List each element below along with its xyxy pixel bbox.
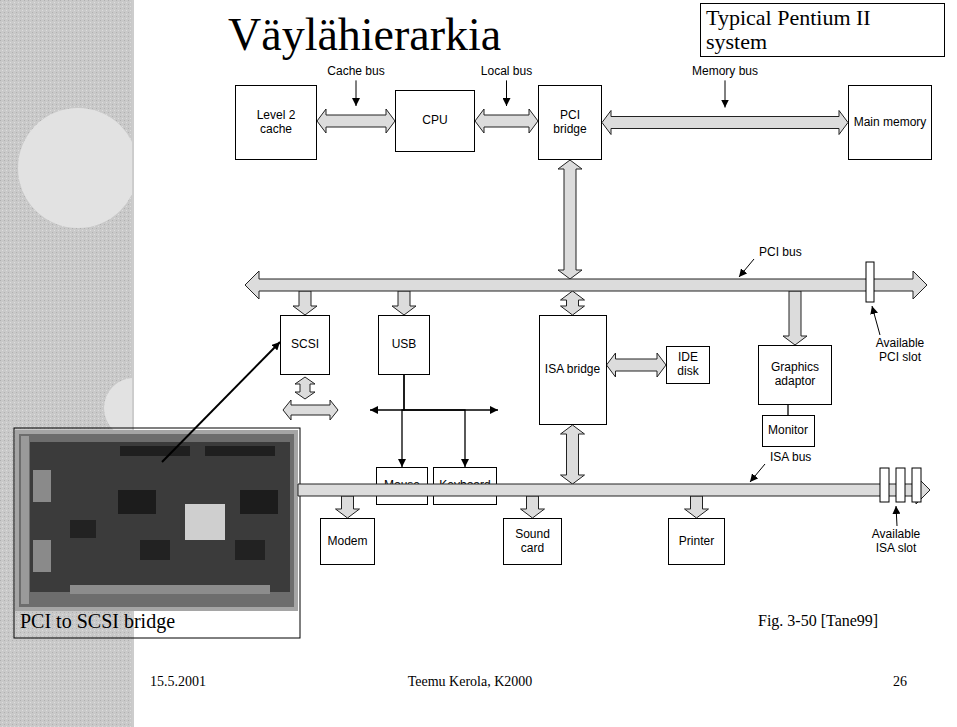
bus-connector [392,291,416,315]
box-label: IDE disk [670,351,706,379]
stripe-circle [18,108,132,228]
device-box: Monitor [762,415,815,447]
label-leader [356,80,357,106]
card-connector [120,446,190,456]
card-edge-connector [70,585,270,594]
bus-name: Cache bus [325,64,386,78]
bus-connector [475,109,538,133]
bridge-box: PCI bridge [538,85,602,160]
photo-ground [17,432,296,609]
label-leader [506,80,507,106]
wire-connector [404,375,465,467]
device-box: Sound card [503,518,562,565]
box-label: Modem [327,535,367,549]
box-label: ISA bridge [545,363,600,377]
bus-arrow [298,476,930,504]
bus-connector [317,109,395,133]
page-number: 26 [893,674,907,690]
caption-box: Typical Pentium II system [700,3,945,57]
bus-connector [293,291,317,315]
bus-connector [561,291,585,315]
bus-name: Local bus [479,64,534,78]
card-chip [140,540,170,560]
box-label: Main memory [854,116,927,130]
card-chip [118,490,156,514]
footer-author: Teemu Kerola, K2000 [390,674,550,690]
bus-leader [750,464,765,482]
bus-connector [685,496,709,518]
expansion-slot [912,468,921,502]
card-board [30,442,290,592]
slot-label: Available ISA slot [866,528,926,556]
box-label: Printer [679,535,714,549]
box-label: Graphics adaptor [762,361,828,389]
cpu-box: CPU [395,90,475,152]
cache-box: Level 2 cache [235,85,317,160]
bus-label: ISA bus [768,450,813,464]
card-chip [235,540,265,560]
box-label: Monitor [768,424,808,438]
photo-caption: PCI to SCSI bridge [20,610,175,633]
slot-leader [872,306,880,335]
expansion-slot [896,468,905,502]
box-label: Sound card [507,528,558,556]
controller-box: USB [378,315,430,375]
device-box: Printer [668,518,725,565]
figure-reference: Fig. 3-50 [Tane99] [758,612,878,630]
scsi-card-photo [14,428,300,638]
bus-connector [561,425,585,484]
bridge-box: ISA bridge [539,315,607,425]
bus-name: Memory bus [690,64,760,78]
bus-label: PCI bus [757,245,804,259]
slot-leader [896,506,897,526]
bus-leader [739,259,754,277]
bus-connector [336,496,360,518]
card-sticker [185,504,225,540]
box-label: SCSI [291,338,319,352]
stripe-circle [104,378,132,438]
photo-frame [14,428,300,638]
scsi-port-arrow [295,377,315,399]
box-label: PCI bridge [542,109,598,137]
slot-label: Available PCI slot [870,337,930,365]
controller-box: SCSI [280,315,330,375]
bus-band: ISA bus [298,476,930,504]
bus-connector [607,353,667,377]
slide-title: Väylähierarkia [228,10,501,61]
scsi-chain-arrow [283,400,338,420]
card-chip [240,490,278,514]
device-box: Modem [320,518,375,565]
bus-shape [298,476,930,504]
disk-box: IDE disk [666,346,710,384]
box-label: Level 2 cache [239,109,313,137]
card-port [33,540,51,572]
card-connector [205,446,275,456]
bus-shape [245,271,927,299]
bus-connector [783,291,807,345]
bus-band: PCI bus [245,271,927,299]
label-leader [725,80,726,107]
bus-arrow [245,271,927,299]
card-port [33,470,51,502]
adaptor-box: Graphics adaptor [758,345,832,405]
expansion-slot [880,468,889,502]
bus-connector [521,496,545,518]
box-label: CPU [422,114,447,128]
card-bracket [21,436,29,604]
footer-date: 15.5.2001 [150,674,206,690]
bus-connector [558,160,582,279]
box-label: USB [392,338,417,352]
card-chip [70,520,96,538]
bus-connector [602,111,848,135]
photo-leader [162,342,280,462]
box-label: Typical Pentium II system [706,6,904,54]
memory-box: Main memory [848,85,932,160]
wire-connector [787,405,788,415]
expansion-slot [866,262,874,302]
